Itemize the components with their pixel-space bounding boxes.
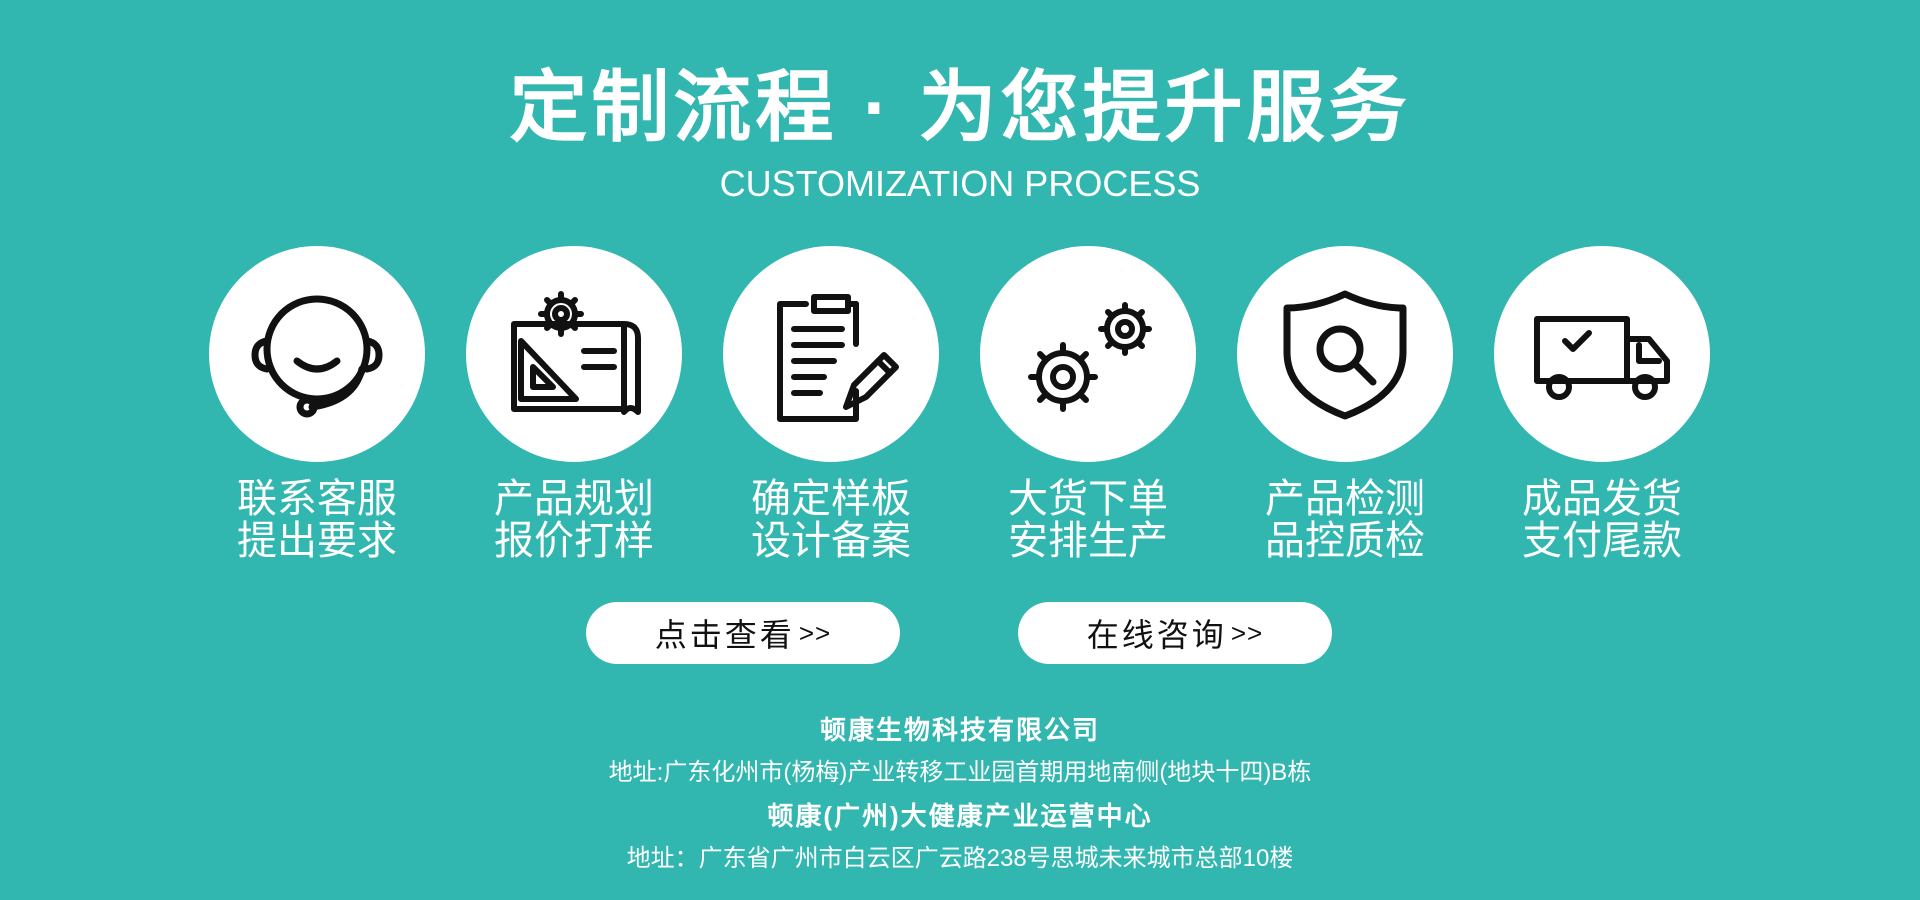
step-quality-check: 产品检测 品控质检 bbox=[1237, 246, 1453, 562]
view-details-button[interactable]: 点击查看 >> bbox=[586, 602, 900, 664]
view-details-arrows: >> bbox=[798, 617, 832, 648]
step-label-line2: 设计备案 bbox=[751, 519, 911, 563]
step-label-line1: 大货下单 bbox=[1008, 477, 1168, 521]
step-confirm-sample: 确定样板 设计备案 bbox=[723, 246, 939, 562]
page-title: 定制流程 · 为您提升服务 bbox=[509, 63, 1411, 151]
step-label-line1: 确定样板 bbox=[751, 477, 911, 521]
company-name-1: 顿康生物科技有限公司 bbox=[819, 715, 1100, 745]
company-address-2: 地址：广东省广州市白云区广云路238号思城未来城市总部10楼 bbox=[626, 845, 1294, 872]
step-label-line2: 品控质检 bbox=[1265, 519, 1425, 563]
step-circle bbox=[1237, 246, 1453, 462]
step-label-line2: 报价打样 bbox=[494, 519, 654, 563]
page-subtitle: CUSTOMIZATION PROCESS bbox=[719, 163, 1201, 204]
online-consult-arrows: >> bbox=[1230, 617, 1264, 648]
step-label-line1: 产品检测 bbox=[1265, 477, 1425, 521]
step-label-line2: 提出要求 bbox=[237, 519, 397, 563]
step-shipping: 成品发货 支付尾款 bbox=[1494, 246, 1710, 562]
step-contact-service: 联系客服 提出要求 bbox=[209, 246, 425, 562]
headset-icon bbox=[251, 295, 383, 418]
step-product-planning: 产品规划 报价打样 bbox=[466, 246, 682, 562]
step-circle bbox=[723, 246, 939, 462]
clipboard-icon bbox=[777, 294, 899, 422]
company-address-1: 地址:广东化州市(杨梅)产业转移工业园首期用地南侧(地块十四)B栋 bbox=[608, 759, 1312, 786]
step-label-line1: 产品规划 bbox=[494, 477, 654, 521]
shield-search-icon bbox=[1283, 290, 1407, 420]
step-circle bbox=[209, 246, 425, 462]
step-label-line1: 联系客服 bbox=[237, 477, 397, 521]
step-circle bbox=[980, 246, 1196, 462]
delivery-truck-icon bbox=[1534, 316, 1670, 400]
step-circle bbox=[1494, 246, 1710, 462]
step-label-line1: 成品发货 bbox=[1522, 477, 1682, 521]
online-consult-label: 在线咨询 bbox=[1086, 617, 1227, 653]
gears-icon bbox=[1028, 302, 1152, 412]
step-label-line2: 支付尾款 bbox=[1522, 519, 1682, 563]
step-circle bbox=[466, 246, 682, 462]
step-bulk-order: 大货下单 安排生产 bbox=[980, 246, 1196, 562]
company-name-2: 顿康(广州)大健康产业运营中心 bbox=[767, 801, 1153, 831]
view-details-label: 点击查看 bbox=[654, 617, 795, 653]
blueprint-icon bbox=[511, 291, 641, 415]
step-label-line2: 安排生产 bbox=[1008, 519, 1168, 563]
online-consult-button[interactable]: 在线咨询 >> bbox=[1018, 602, 1332, 664]
